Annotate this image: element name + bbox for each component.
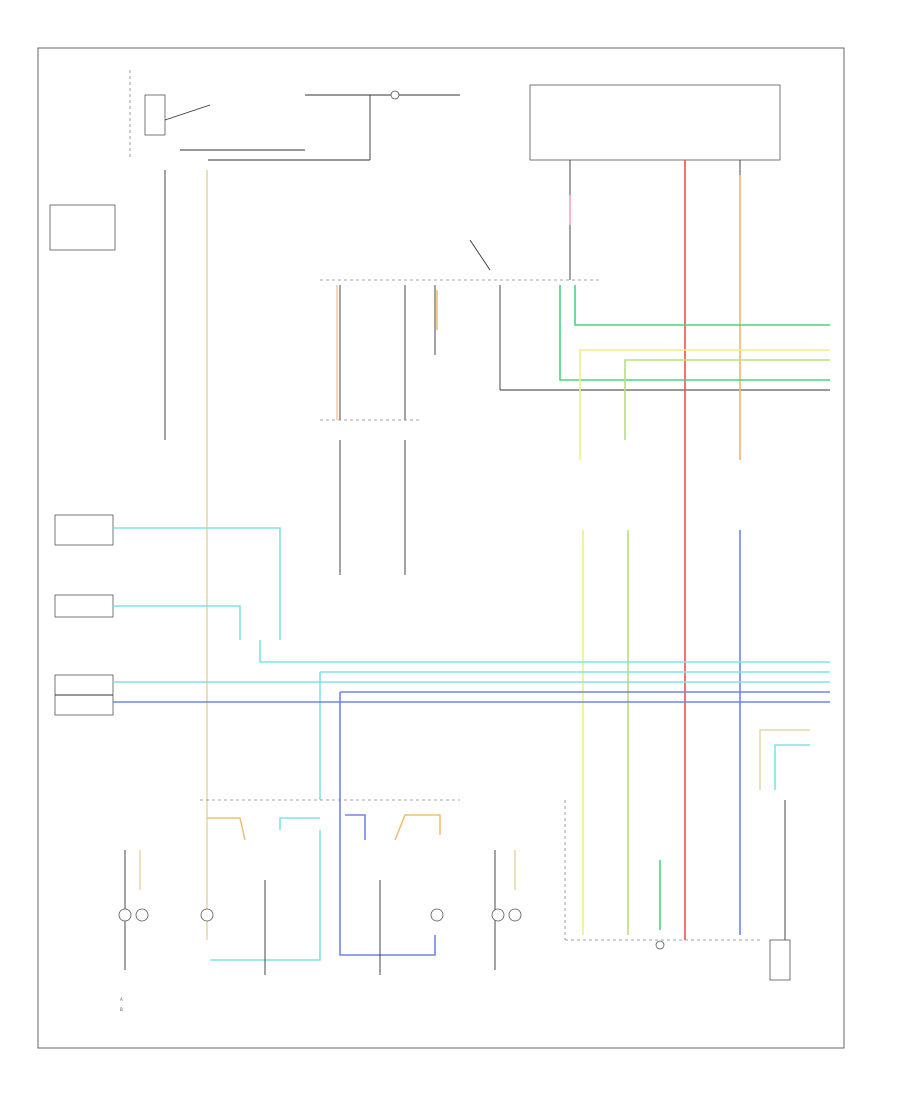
trailer-connector <box>564 800 760 950</box>
lamp-right-2 <box>508 908 522 922</box>
lamp-left-1 <box>118 908 132 922</box>
colored-wires <box>113 160 830 961</box>
diagram-frame <box>37 47 845 1049</box>
module-box-2 <box>54 594 114 618</box>
legend: A B <box>120 997 123 1012</box>
lamp-left-3 <box>200 908 214 922</box>
relay-box <box>49 204 116 251</box>
lamp-left-2 <box>135 908 149 922</box>
top-right-fuse-block <box>529 84 781 280</box>
lamp-right-1 <box>491 908 505 922</box>
middle-left-modules <box>54 514 114 716</box>
center-switch-bar <box>320 239 830 575</box>
fuse-hot-at-all-times <box>529 84 781 161</box>
legend-item-b: B <box>120 1007 123 1012</box>
lower-switch-and-lamps <box>118 799 522 975</box>
lamp-right-3 <box>430 908 444 922</box>
legend-item-a: A <box>120 997 123 1002</box>
top-left-switch-group <box>49 70 460 440</box>
lower-right-module <box>769 800 791 981</box>
body-control-module-left <box>54 514 114 546</box>
